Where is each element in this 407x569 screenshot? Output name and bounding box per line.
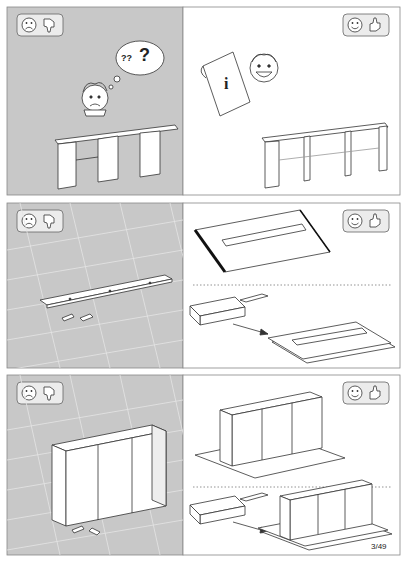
page-number: 3/49 [371,543,387,551]
panel-frames [7,7,400,555]
board-on-floor [40,275,172,321]
cabinet-on-floor [52,425,166,535]
correct-assembly-figure [201,52,388,188]
question-mark: ? [139,46,150,64]
wrong-assembly-figure [55,41,178,189]
question-marks: ?? [121,54,132,63]
info-symbol: i [224,76,228,92]
board-on-cardboard [190,210,395,363]
floor-grid [7,203,210,555]
cabinet-on-cardboard [190,392,392,550]
